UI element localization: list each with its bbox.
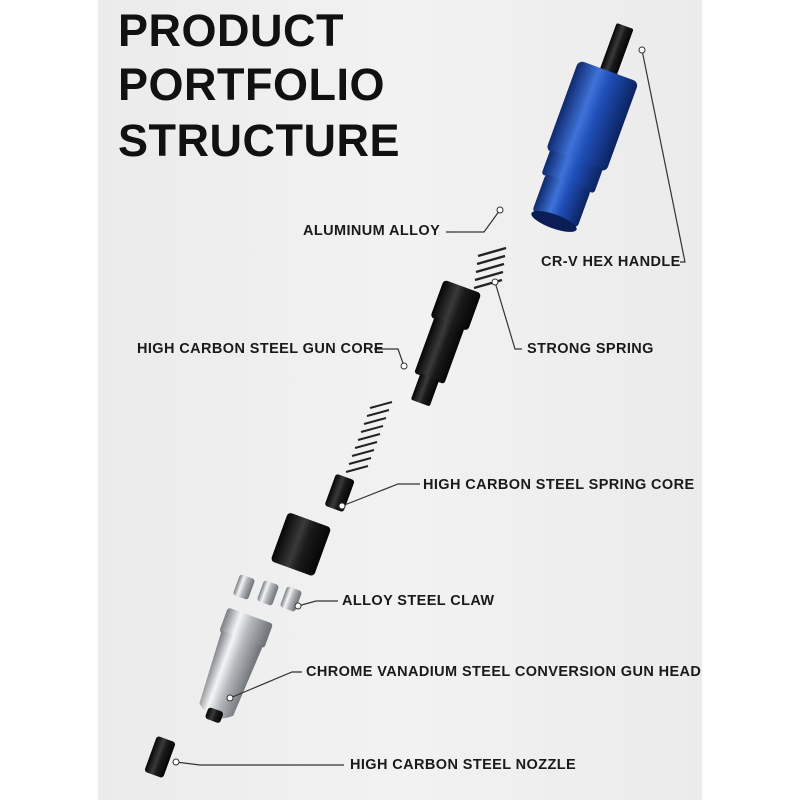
gun-core-part (411, 280, 481, 406)
label-nozzle: HIGH CARBON STEEL NOZZLE (350, 757, 577, 773)
gun-head-part (199, 608, 273, 723)
leader-gun-core (374, 348, 405, 367)
title-line-3: STRUCTURE (118, 115, 400, 166)
spring-core-part (325, 474, 355, 512)
leader-dots (172, 46, 646, 766)
aluminum-collar (542, 150, 603, 193)
leader-strong-spring (494, 281, 522, 350)
strong-spring-part (473, 246, 507, 290)
label-gun-core: HIGH CARBON STEEL GUN CORE (137, 341, 384, 357)
leader-hex-handle (641, 49, 686, 263)
label-strong-spring: STRONG SPRING (527, 341, 654, 357)
aluminum-bottom-rim (531, 210, 577, 232)
label-alloy-claw: ALLOY STEEL CLAW (342, 593, 495, 609)
title-line-1: PRODUCT (118, 5, 344, 56)
leader-claw (297, 600, 338, 607)
sleeve-part (271, 513, 331, 576)
alloy-steel-claw-part (233, 574, 302, 612)
label-aluminum-alloy: ALUMINUM ALLOY (303, 223, 441, 239)
leader-gun-head (229, 671, 302, 699)
label-spring-core: HIGH CARBON STEEL SPRING CORE (423, 477, 695, 493)
leader-aluminum (446, 209, 501, 233)
leader-spring-core (341, 483, 420, 507)
nozzle-part (144, 736, 176, 778)
leader-lines (175, 49, 686, 766)
title-line-2: PORTFOLIO (118, 59, 385, 110)
label-gun-head: CHROME VANADIUM STEEL CONVERSION GUN HEA… (306, 664, 702, 680)
long-spring-part (345, 401, 393, 473)
hex-shaft (598, 23, 634, 82)
label-crv-hex-handle: CR-V HEX HANDLE (541, 254, 681, 270)
crv-hex-handle-part (531, 23, 638, 232)
leader-nozzle (175, 761, 344, 766)
aluminum-body (547, 61, 638, 171)
